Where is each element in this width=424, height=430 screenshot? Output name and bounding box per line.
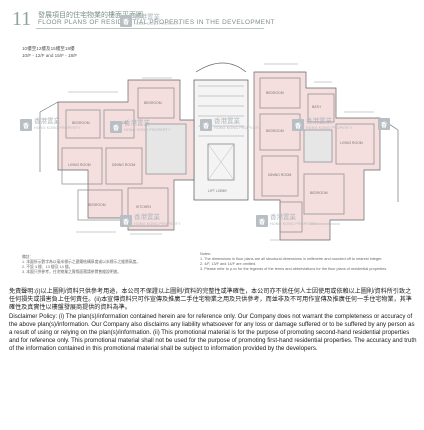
disclaimer-en: Disclaimer Policy: (i) The plan(s)/infor… (9, 312, 417, 353)
watermark-logo-icon: 香 (120, 215, 132, 227)
svg-text:BEDROOM: BEDROOM (144, 101, 162, 105)
floor-label-cn: 10樓至12樓及15樓至18樓 (22, 46, 75, 51)
svg-text:BEDROOM: BEDROOM (266, 129, 284, 133)
watermark: 香 (378, 118, 390, 130)
watermark-logo-icon: 香 (200, 119, 212, 131)
header-rule (36, 28, 264, 29)
svg-text:DINING ROOM: DINING ROOM (112, 163, 136, 167)
watermark-logo-icon: 香 (120, 15, 132, 27)
notes-cn: 備註： 1. 本圖所示數字為以毫米標示之建築結構厚度或以米標示之樓層高度。 2.… (22, 255, 141, 274)
svg-text:DINING ROOM: DINING ROOM (268, 173, 292, 177)
floor-label-en: 10/F - 12/F and 15/F - 18/F (22, 53, 78, 58)
svg-text:BATH: BATH (312, 105, 321, 109)
disclaimer: 免責聲明:(i)以上圖則/資料只供參考用途，本公司不保證以上圖則/資料的完整性或… (9, 288, 417, 354)
section-number: 11 (12, 8, 32, 30)
section-title-en: FLOOR PLANS OF RESIDENTIAL PROPERTIES IN… (38, 19, 275, 26)
svg-text:KITCHEN: KITCHEN (136, 205, 151, 209)
svg-text:LIFT LOBBY: LIFT LOBBY (208, 189, 228, 193)
disclaimer-cn: 免責聲明:(i)以上圖則/資料只供參考用途，本公司不保證以上圖則/資料的完整性或… (9, 288, 412, 312)
left-wing-units (57, 79, 195, 231)
floor-plan-page: 11 發展項目的住宅物業的樓面平面圖 FLOOR PLANS OF RESIDE… (12, 8, 412, 274)
svg-text:BEDROOM: BEDROOM (310, 191, 328, 195)
watermark-logo-icon: 香 (292, 119, 304, 131)
svg-text:LIVING ROOM: LIVING ROOM (68, 163, 91, 167)
svg-text:BEDROOM: BEDROOM (266, 91, 284, 95)
svg-text:BEDROOM: BEDROOM (72, 121, 90, 125)
central-core (193, 79, 249, 201)
svg-text:BEDROOM: BEDROOM (88, 203, 106, 207)
svg-text:LIVING ROOM: LIVING ROOM (340, 141, 363, 145)
floor-plan-drawing: BEDROOM BEDROOM BEDROOM LIVING ROOM DINI… (39, 62, 399, 241)
watermark-logo-icon: 香 (20, 119, 32, 131)
notes-en: Notes: 1. The dimensions in floor plans … (200, 252, 388, 271)
floor-label: 10樓至12樓及15樓至18樓 10/F - 12/F and 15/F - 1… (22, 46, 77, 58)
watermark-logo-icon: 香 (378, 118, 390, 130)
section-header: 11 發展項目的住宅物業的樓面平面圖 FLOOR PLANS OF RESIDE… (12, 8, 412, 34)
watermark-logo-icon: 香 (110, 121, 122, 133)
section-title-cn: 發展項目的住宅物業的樓面平面圖 (38, 12, 143, 19)
watermark-logo-icon: 香 (256, 215, 268, 227)
